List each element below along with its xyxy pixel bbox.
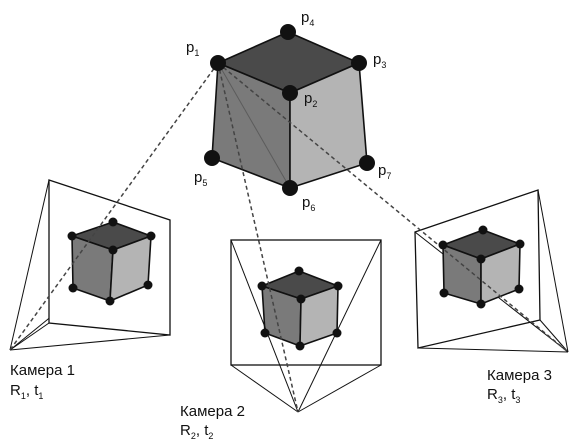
camera-3-vertex <box>478 225 488 235</box>
ray-p1-camera-3 <box>217 62 569 353</box>
camera-1-vertex <box>67 231 77 241</box>
camera-2-vertex <box>295 341 305 351</box>
camera-2-vertex <box>294 266 304 276</box>
label-p5: p5 <box>194 169 207 188</box>
vertex-p1 <box>210 55 226 71</box>
camera-2 <box>230 239 382 413</box>
ray-p1-camera-2 <box>217 62 299 413</box>
camera-2-vertex <box>296 294 306 304</box>
camera-1-vertex <box>146 231 156 241</box>
main-cube-shading-line <box>217 62 291 189</box>
camera-1-frustum-line <box>9 179 50 351</box>
camera-1-title: Камера 1 <box>10 362 75 379</box>
camera-1-label: Камера 1 R1, t1 <box>10 362 75 401</box>
main-cube <box>211 31 368 189</box>
camera-2-frustum-line <box>230 364 299 413</box>
label-p4: p4 <box>301 9 314 28</box>
camera-3-params: R3, t3 <box>487 386 520 405</box>
camera-3-vertex <box>438 240 448 250</box>
camera-1 <box>9 179 171 351</box>
camera-2-vertex <box>260 328 270 338</box>
camera-3-frustum-line <box>537 189 569 353</box>
camera-1-vertex <box>108 245 118 255</box>
camera-2-frustum-line <box>230 239 299 413</box>
vertex-p2 <box>282 85 298 101</box>
camera-1-vertex <box>68 283 78 293</box>
main-cube-vertices <box>204 24 375 196</box>
vertex-p3 <box>351 55 367 71</box>
vertex-p4 <box>280 24 296 40</box>
label-p1: p1 <box>186 39 199 58</box>
label-p3: p3 <box>373 51 386 70</box>
camera-3-vertex <box>515 239 525 249</box>
camera-2-cube-projection <box>261 270 339 347</box>
camera-1-vertex <box>143 280 153 290</box>
vertex-p7 <box>359 155 375 171</box>
camera-2-vertex <box>332 328 342 338</box>
camera-2-vertex <box>257 281 267 291</box>
camera-1-vertex <box>108 217 118 227</box>
camera-1-params: R1, t1 <box>10 382 43 401</box>
camera-3-frustum-line <box>539 319 569 353</box>
camera-2-params: R2, t2 <box>180 422 213 441</box>
camera-1-frustum-line <box>9 322 50 351</box>
camera-1-cube-projection <box>71 221 152 302</box>
camera-2-frustum-line <box>297 239 382 413</box>
camera-3-frustum-line <box>417 347 569 353</box>
point-labels: p1 p4 p3 p2 p5 p6 p7 <box>186 9 391 213</box>
camera-1-frustum-line <box>9 334 171 351</box>
projected-vertices <box>67 217 525 351</box>
camera-3-vertex <box>476 299 486 309</box>
camera-3-vertex <box>439 288 449 298</box>
camera-3-vertex <box>476 254 486 264</box>
camera-3 <box>414 189 569 353</box>
ray-p1-camera-1 <box>9 62 219 351</box>
vertex-p6 <box>282 180 298 196</box>
camera-1-vertex <box>105 296 115 306</box>
camera-2-frustum-line <box>297 364 382 413</box>
camera-3-label: Камера 3 R3, t3 <box>487 367 552 405</box>
label-p7: p7 <box>378 162 391 181</box>
camera-3-cube-projection <box>442 229 521 305</box>
camera-2-title: Камера 2 <box>180 403 245 420</box>
label-p6: p6 <box>302 194 315 213</box>
camera-2-vertex <box>333 281 343 291</box>
projection-rays <box>9 62 569 413</box>
vertex-p5 <box>204 150 220 166</box>
camera-3-title: Камера 3 <box>487 367 552 384</box>
label-p2: p2 <box>304 90 317 109</box>
camera-2-label: Камера 2 R2, t2 <box>180 403 245 441</box>
camera-3-vertex <box>514 284 524 294</box>
